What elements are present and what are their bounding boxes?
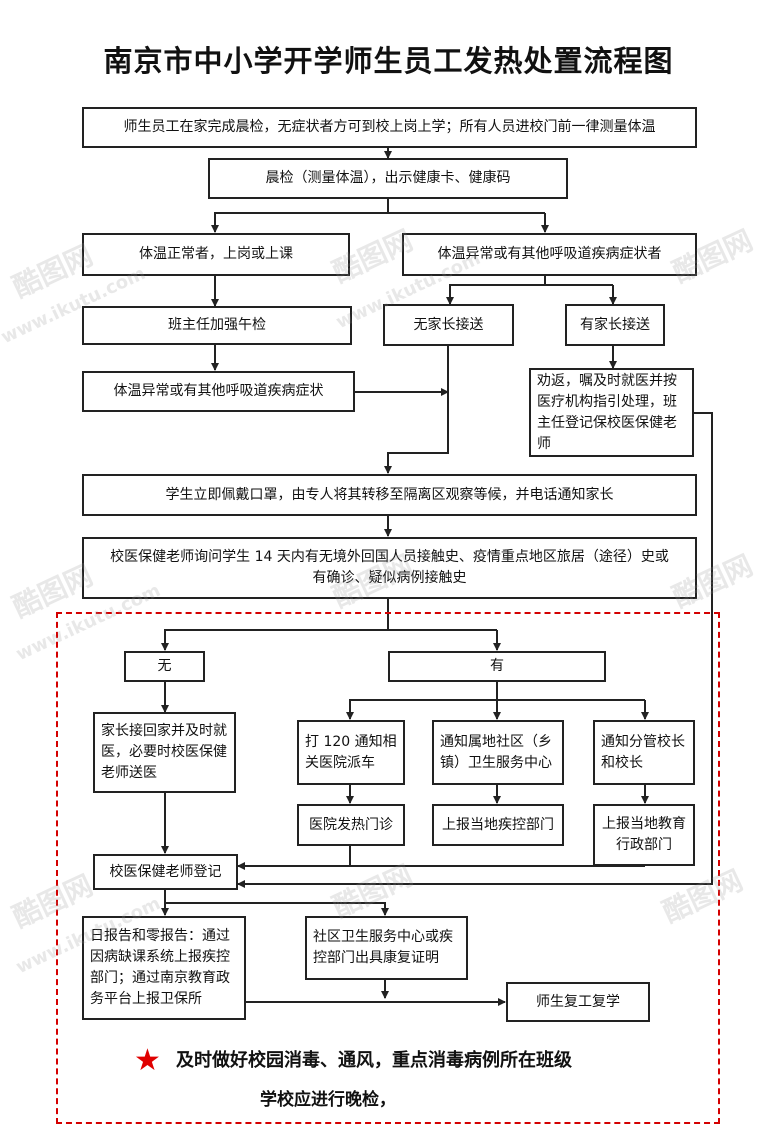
box-noon-check: 班主任加强午检 <box>82 306 352 345</box>
box-parent-pickup: 有家长接送 <box>565 304 665 346</box>
box-report-cdc: 上报当地疾控部门 <box>432 804 564 846</box>
notice-evening-check: 学校应进行晚检， <box>260 1088 396 1112</box>
box-report-education: 上报当地教育行政部门 <box>593 804 695 866</box>
box-call-120: 打 120 通知相关医院派车 <box>297 720 405 785</box>
box-parent-take-home: 家长接回家并及时就医，必要时校医保健老师送医 <box>93 712 236 793</box>
box-school-doctor-register: 校医保健老师登记 <box>93 854 238 890</box>
box-noon-abnormal: 体温异常或有其他呼吸道疾病症状 <box>82 371 355 412</box>
arrow-b9-b21 <box>237 412 713 888</box>
box-morning-check-home: 师生员工在家完成晨检，无症状者方可到校上岗上学；所有人员进校门前一律测量体温 <box>82 107 697 148</box>
box-isolation: 学生立即佩戴口罩，由专人将其转移至隔离区观察等候，并电话通知家长 <box>82 474 697 516</box>
notice-evening-check-text: 学校应进行晚检， <box>260 1090 396 1110</box>
box-fever-clinic: 医院发热门诊 <box>297 804 405 846</box>
box-no-contact: 无 <box>124 651 205 682</box>
arrow-b6-b10 <box>384 346 449 474</box>
star-icon: ★ <box>134 1043 161 1078</box>
box-normal-temperature: 体温正常者，上岗或上课 <box>82 233 350 276</box>
box-notify-principal: 通知分管校长和校长 <box>593 720 695 785</box>
box-persuade-return: 劝返，嘱及时就医并按医疗机构指引处理，班主任登记保校医保健老师 <box>529 368 694 457</box>
box-no-parent-pickup: 无家长接送 <box>383 304 514 346</box>
page-title: 南京市中小学开学师生员工发热处置流程图 <box>103 44 674 78</box>
dashed-frame <box>56 612 720 1124</box>
box-daily-report: 日报告和零报告：通过因病缺课系统上报疾控部门；通过南京教育政务平台上报卫保所 <box>82 916 246 1020</box>
box-epidemiological-inquiry: 校医保健老师询问学生 14 天内有无境外回国人员接触史、疫情重点地区旅居（途径）… <box>82 537 697 599</box>
box-notify-community: 通知属地社区（乡镇）卫生服务中心 <box>432 720 564 785</box>
box-resume-school: 师生复工复学 <box>506 982 650 1022</box>
box-recovery-certificate: 社区卫生服务中心或疾控部门出具康复证明 <box>305 916 468 980</box>
box-morning-check: 晨检（测量体温），出示健康卡、健康码 <box>208 158 568 199</box>
box-has-contact: 有 <box>388 651 606 682</box>
split-b2 <box>214 199 389 232</box>
arrow-b21-b23 <box>165 902 389 916</box>
notice-disinfection: 及时做好校园消毒、通风，重点消毒病例所在班级 <box>176 1050 572 1071</box>
box-abnormal-temperature: 体温异常或有其他呼吸道疾病症状者 <box>402 233 697 276</box>
